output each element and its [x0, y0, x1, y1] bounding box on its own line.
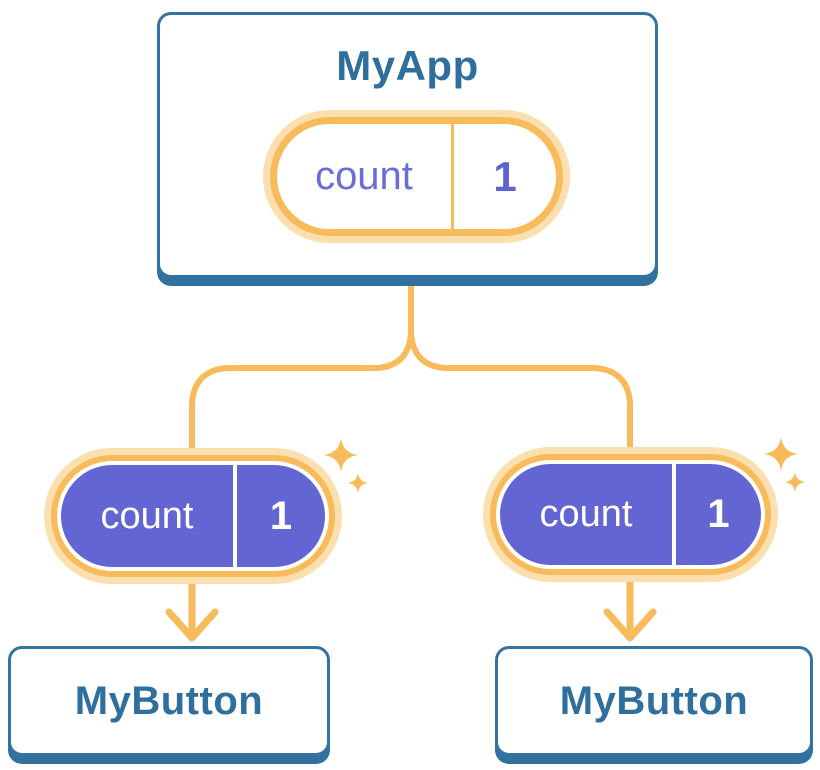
state-name: count: [100, 494, 194, 537]
sparkle-icon: [784, 471, 806, 493]
state-value: 1: [269, 493, 293, 538]
state-pill-child-right: count 1: [483, 447, 778, 582]
sparkle-icon: [323, 437, 359, 473]
component-title: MyButton: [559, 679, 749, 723]
sparkle-icon: [347, 472, 369, 494]
arrow-down-icon: [165, 580, 219, 642]
state-pill-ring: count 1: [270, 117, 563, 236]
state-pill-divider: [672, 464, 676, 565]
connector-branch-right: [408, 284, 633, 451]
component-title: MyApp: [336, 42, 479, 89]
component-title: MyButton: [74, 679, 264, 723]
state-pill-divider: [451, 124, 454, 229]
component-card-mybutton-right: MyButton: [495, 646, 813, 756]
state-pill-ring: count 1: [51, 455, 335, 577]
sparkle-icon: [763, 436, 799, 472]
connector-branch-left: [189, 284, 414, 452]
state-pill-parent: count 1: [263, 110, 570, 243]
component-card-mybutton-left: MyButton: [8, 646, 330, 756]
state-pill-child-left: count 1: [44, 448, 342, 584]
arrow-down-icon: [603, 578, 657, 642]
state-name: count: [315, 154, 413, 198]
state-name: count: [539, 493, 633, 535]
state-pill-ring: count 1: [490, 454, 771, 575]
state-pill-divider: [233, 465, 237, 567]
state-value: 1: [493, 152, 517, 200]
state-value: 1: [707, 492, 730, 536]
